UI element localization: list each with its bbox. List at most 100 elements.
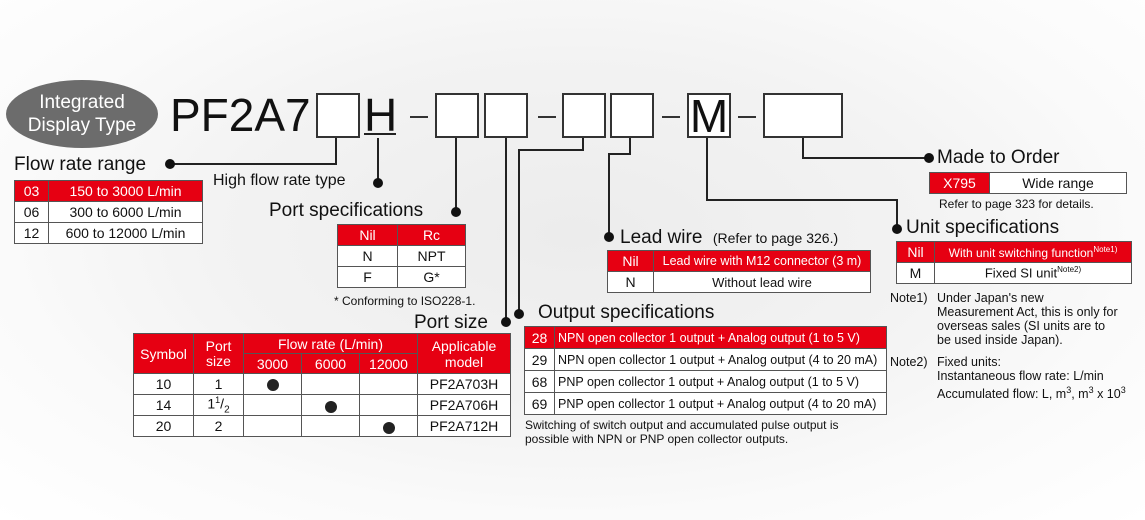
table-cell [301, 393, 360, 417]
integrated-display-type-badge: Integrated Display Type [6, 80, 158, 148]
superscript: 3 [1066, 385, 1072, 395]
unit-spec-text: Fixed SI unit [984, 265, 1058, 281]
header-applicable: Applicable [431, 337, 497, 354]
lead-wire-ref: (Refer to page 326.) [712, 230, 839, 246]
table-row: 20 2 PF2A712H [133, 415, 511, 438]
selected-dot-icon [266, 379, 279, 392]
table-row: 69 PNP open collector 1 output + Analog … [524, 392, 887, 415]
table-row: 3000 6000 12000 [134, 353, 511, 374]
table-cell [359, 415, 418, 438]
note1-line: overseas sales (SI units are to [937, 319, 1106, 333]
note2-label: Note2) [890, 355, 928, 369]
output-note-line2: possible with NPN or PNP open collector … [525, 432, 789, 446]
unit-spec-text: With unit switching function [948, 245, 1094, 260]
table-row: 10 1 PF2A703H [133, 373, 511, 395]
connector-unit-spec [706, 138, 898, 228]
table-cell: 14 [133, 393, 194, 417]
table-row: 03 150 to 3000 L/min [14, 180, 203, 202]
header-symbol: Symbol [133, 333, 194, 374]
table-cell: Nil [896, 241, 935, 263]
header-size: size [206, 352, 231, 369]
flow-rate-range-table: 03 150 to 3000 L/min 06 300 to 6000 L/mi… [14, 180, 203, 244]
connector-dot-unit-spec [892, 224, 902, 234]
port-spec-table: Nil Rc N NPT F G* [337, 224, 466, 288]
table-cell: 28 [524, 326, 555, 349]
table-cell [301, 415, 360, 438]
table-row: 28 NPN open collector 1 output + Analog … [524, 326, 887, 349]
table-cell: 2 [193, 415, 244, 438]
connector-dot-port-size [501, 317, 511, 327]
lead-wire-box [610, 93, 654, 138]
size-denominator: 2 [224, 404, 230, 416]
table-row: 06 300 to 6000 L/min [14, 201, 203, 223]
table-cell: PF2A706H [417, 393, 511, 417]
note2-line: Fixed units: [937, 355, 1001, 369]
table-cell: Nil [607, 250, 654, 272]
selected-dot-icon [324, 400, 337, 413]
table-cell: NPT [397, 245, 466, 267]
table-cell: G* [397, 266, 466, 288]
header-flow-3000: 3000 [243, 353, 302, 374]
separator-dash [410, 116, 428, 118]
port-spec-box [435, 93, 479, 138]
table-row: 29 NPN open collector 1 output + Analog … [524, 348, 887, 371]
table-cell [243, 373, 302, 395]
header-flow-12000: 12000 [359, 353, 418, 374]
connector-dot-lead-wire [604, 232, 614, 242]
note2-line: Instantaneous flow rate: L/min [937, 369, 1104, 383]
note1-line: be used inside Japan). [937, 333, 1063, 347]
table-cell: With unit switching functionNote1) [934, 241, 1132, 263]
table-cell: N [337, 245, 398, 267]
flow-rate-range-box [316, 93, 360, 138]
connector-made-to-order [802, 138, 928, 159]
header-flow-6000: 6000 [301, 353, 360, 374]
separator-dash [662, 116, 680, 118]
badge-line2: Display Type [27, 115, 137, 136]
unit-spec-m-box: M [687, 93, 731, 139]
table-cell: NPN open collector 1 output + Analog out… [554, 348, 887, 371]
table-cell: 10 [133, 373, 194, 395]
table-cell: 1 [193, 373, 244, 395]
table-row: F G* [337, 266, 466, 288]
table-cell [243, 393, 302, 417]
table-cell [243, 415, 302, 438]
header-model: model [444, 353, 484, 370]
connector-dot-flow-rate [165, 159, 175, 169]
table-cell: F [337, 266, 398, 288]
lead-wire-title-group: Lead wire (Refer to page 326.) [620, 227, 838, 249]
superscript: 3 [1120, 385, 1126, 395]
output-spec-title: Output specifications [538, 302, 715, 323]
table-row: 14 11/2 PF2A706H [133, 393, 511, 417]
port-size-title: Port size [414, 312, 488, 333]
header-port: Port [205, 337, 232, 354]
table-row: N Without lead wire [607, 271, 871, 293]
note1-label: Note1) [890, 291, 928, 305]
table-cell: M [896, 262, 935, 284]
high-flow-title: High flow rate type [213, 172, 346, 189]
table-row: 68 PNP open collector 1 output + Analog … [524, 370, 887, 393]
port-size-box [484, 93, 528, 138]
table-cell: 29 [524, 348, 555, 371]
note2-line: Accumulated flow: L, m [937, 387, 1067, 402]
table-cell: PNP open collector 1 output + Analog out… [554, 392, 887, 415]
table-cell: 20 [133, 415, 194, 438]
header-flow-rate: Flow rate (L/min) [243, 333, 418, 354]
table-cell: Fixed SI unitNote2) [934, 262, 1132, 284]
output-spec-table: 28 NPN open collector 1 output + Analog … [524, 326, 887, 415]
table-cell: 69 [524, 392, 555, 415]
made-to-order-title: Made to Order [937, 147, 1060, 168]
made-to-order-ref: Refer to page 323 for details. [939, 197, 1094, 211]
model-prefix: PF2A7 [170, 89, 311, 141]
table-cell: NPN open collector 1 output + Analog out… [554, 326, 887, 349]
table-cell: 300 to 6000 L/min [48, 201, 203, 223]
high-flow-h-char: H [364, 89, 398, 141]
connector-dot-made-to-order [924, 153, 934, 163]
table-cell: Lead wire with M12 connector (3 m) [653, 250, 871, 272]
table-cell: 600 to 12000 L/min [48, 222, 203, 244]
badge-line1: Integrated [39, 92, 125, 113]
table-row: Nil Rc [337, 224, 466, 246]
